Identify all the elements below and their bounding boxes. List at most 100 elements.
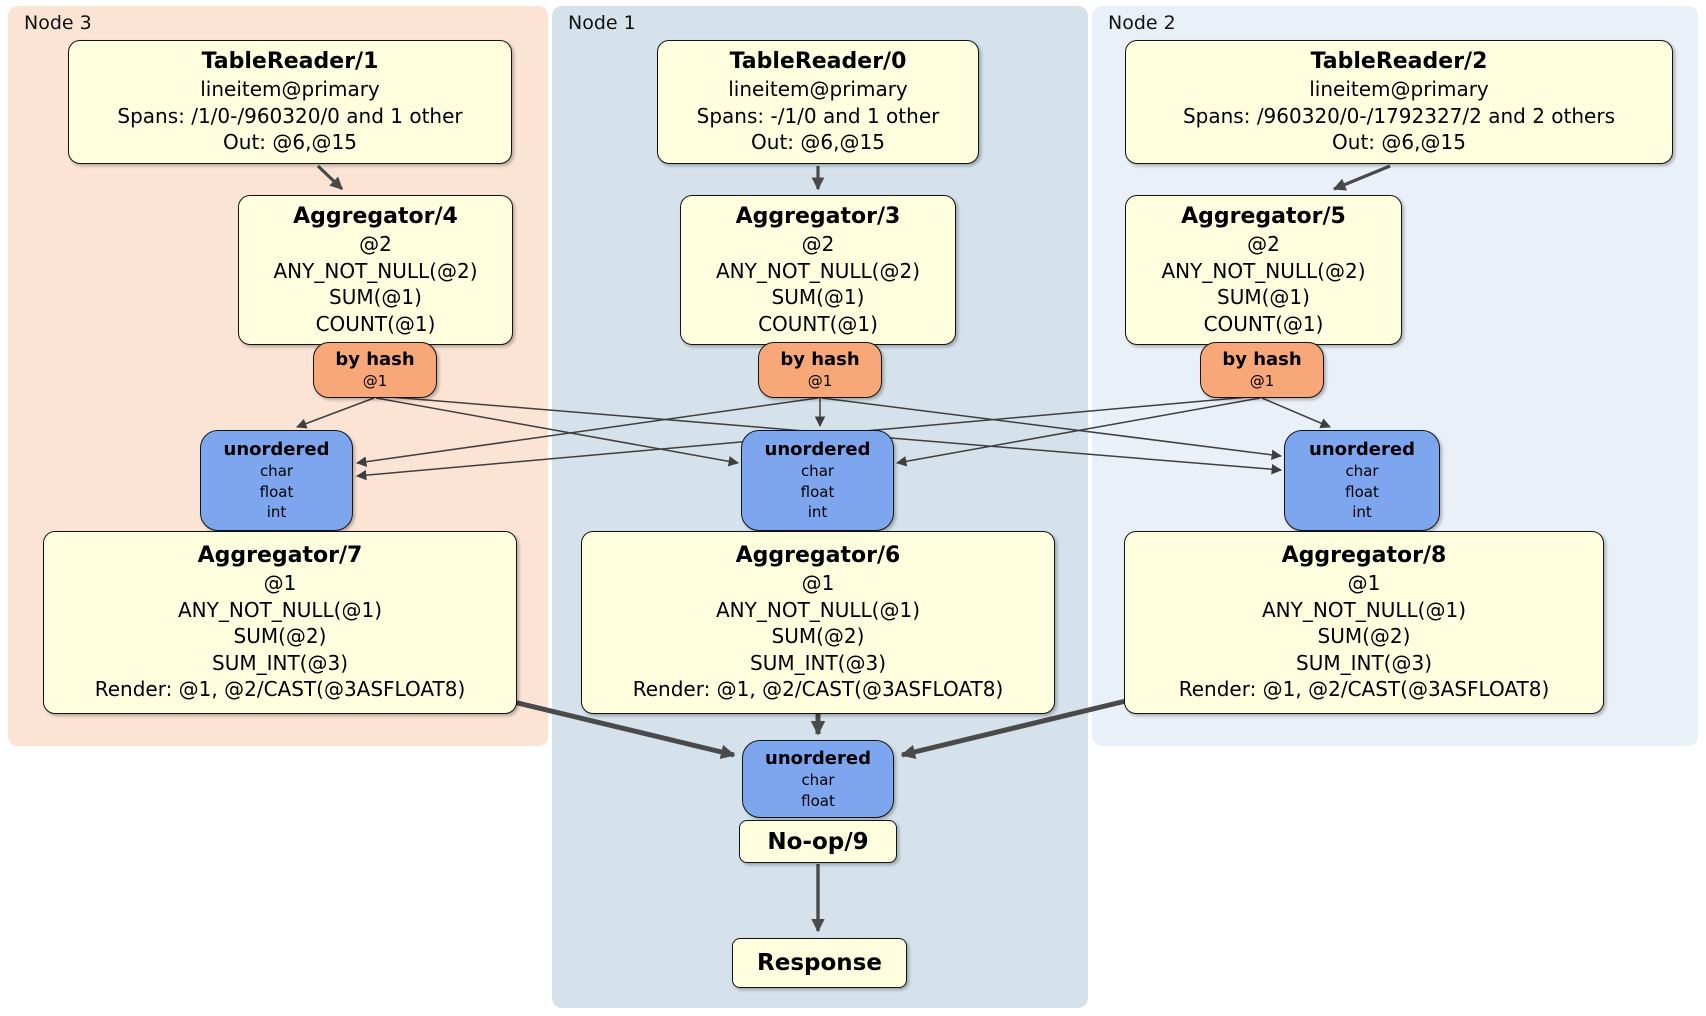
processor-title: No-op/9 xyxy=(767,828,869,855)
agg-group-cols: @1 xyxy=(263,571,297,596)
processor-tablereader-0: TableReader/0 lineitem@primary Spans: -/… xyxy=(657,40,979,164)
agg-group-cols: @1 xyxy=(801,571,835,596)
sync-unordered-node3: unordered char float int xyxy=(200,430,353,531)
processor-aggregator-3: Aggregator/3 @2 ANY_NOT_NULL(@2) SUM(@1)… xyxy=(680,195,956,345)
agg-group-cols: @1 xyxy=(1347,571,1381,596)
sync-col: int xyxy=(807,503,828,522)
agg-func: ANY_NOT_NULL(@2) xyxy=(1161,258,1366,283)
edge-tr2-agg5 xyxy=(1332,164,1391,191)
sync-col: char xyxy=(259,462,294,481)
sync-col: int xyxy=(1352,503,1372,522)
edge-hash1-un2 xyxy=(821,397,1283,461)
processor-spans: Spans: -/1/0 and 1 other xyxy=(696,103,940,128)
sync-col: float xyxy=(1345,482,1379,501)
router-cols: @1 xyxy=(362,372,388,391)
router-by-hash-node1: by hash @1 xyxy=(758,342,882,398)
node2-region-label: Node 2 xyxy=(1108,12,1176,34)
agg-group-cols: @2 xyxy=(1247,232,1280,256)
processor-aggregator-5: Aggregator/5 @2 ANY_NOT_NULL(@2) SUM(@1)… xyxy=(1125,195,1402,345)
agg-group-cols: @2 xyxy=(359,232,392,256)
sync-unordered-node1: unordered char float int xyxy=(741,430,894,531)
router-title: by hash xyxy=(780,349,860,371)
response-node: Response xyxy=(732,938,907,988)
processor-title: Aggregator/6 xyxy=(735,543,901,569)
processor-index: lineitem@primary xyxy=(728,77,908,102)
router-by-hash-node2: by hash @1 xyxy=(1200,342,1324,398)
processor-out: Out: @6,@15 xyxy=(223,130,357,155)
agg-func: ANY_NOT_NULL(@1) xyxy=(716,597,920,622)
agg-render: Render: @1, @2/CAST(@3ASFLOAT8) xyxy=(94,677,466,702)
processor-title: Aggregator/7 xyxy=(197,543,363,569)
processor-index: lineitem@primary xyxy=(1309,77,1489,102)
edge-agg8-unfinal xyxy=(900,697,1131,759)
agg-func: ANY_NOT_NULL(@1) xyxy=(178,597,382,622)
agg-func: SUM(@1) xyxy=(771,285,865,309)
router-title: by hash xyxy=(1222,349,1302,371)
agg-func: SUM_INT(@3) xyxy=(212,650,348,675)
sync-title: unordered xyxy=(764,439,871,461)
agg-func: COUNT(@1) xyxy=(1203,311,1324,336)
processor-noop-9: No-op/9 xyxy=(739,820,897,863)
processor-spans: Spans: /1/0-/960320/0 and 1 other xyxy=(117,103,463,128)
response-title: Response xyxy=(757,950,882,976)
agg-func: ANY_NOT_NULL(@2) xyxy=(716,258,920,283)
agg-func: ANY_NOT_NULL(@1) xyxy=(1262,597,1466,622)
sync-col: int xyxy=(266,503,287,522)
processor-tablereader-2: TableReader/2 lineitem@primary Spans: /9… xyxy=(1125,40,1673,164)
processor-index: lineitem@primary xyxy=(200,77,380,102)
edge-hash2-un2 xyxy=(1261,397,1331,429)
agg-func: SUM(@1) xyxy=(1217,285,1310,309)
sync-col: char xyxy=(1345,462,1379,481)
agg-func: SUM_INT(@3) xyxy=(1296,650,1432,675)
sync-title: unordered xyxy=(765,748,871,769)
processor-title: TableReader/0 xyxy=(729,49,907,75)
agg-func: SUM(@2) xyxy=(233,624,327,649)
processor-aggregator-7: Aggregator/7 @1 ANY_NOT_NULL(@1) SUM(@2)… xyxy=(43,531,517,714)
sync-col: char xyxy=(800,462,835,481)
processor-aggregator-8: Aggregator/8 @1 ANY_NOT_NULL(@1) SUM(@2)… xyxy=(1124,531,1604,714)
sync-col: float xyxy=(800,482,835,501)
agg-render: Render: @1, @2/CAST(@3ASFLOAT8) xyxy=(1178,677,1550,702)
agg-group-cols: @2 xyxy=(801,232,835,256)
processor-out: Out: @6,@15 xyxy=(1332,130,1466,155)
agg-func: ANY_NOT_NULL(@2) xyxy=(273,258,478,283)
agg-func: COUNT(@1) xyxy=(315,311,436,336)
router-cols: @1 xyxy=(807,372,833,391)
agg-func: SUM(@2) xyxy=(1317,624,1411,649)
processor-spans: Spans: /960320/0-/1792327/2 and 2 others xyxy=(1182,103,1615,128)
router-by-hash-node3: by hash @1 xyxy=(313,342,437,398)
processor-title: Aggregator/5 xyxy=(1181,204,1346,229)
processor-aggregator-6: Aggregator/6 @1 ANY_NOT_NULL(@1) SUM(@2)… xyxy=(581,531,1055,714)
sync-col: char xyxy=(801,771,835,789)
sync-col: float xyxy=(801,791,835,810)
node1-region-label: Node 1 xyxy=(568,12,636,34)
agg-func: SUM_INT(@3) xyxy=(750,650,886,675)
processor-title: Aggregator/8 xyxy=(1281,543,1447,569)
router-title: by hash xyxy=(335,349,415,371)
edge-hash2-un1 xyxy=(895,397,1261,467)
node3-region-label: Node 3 xyxy=(24,12,92,34)
processor-aggregator-4: Aggregator/4 @2 ANY_NOT_NULL(@2) SUM(@1)… xyxy=(238,195,513,345)
processor-title: Aggregator/3 xyxy=(735,204,901,229)
agg-func: SUM(@2) xyxy=(771,624,865,649)
processor-title: TableReader/2 xyxy=(1310,49,1488,75)
router-cols: @1 xyxy=(1249,372,1275,391)
processor-tablereader-1: TableReader/1 lineitem@primary Spans: /1… xyxy=(68,40,512,164)
edge-hash3-un1 xyxy=(375,397,740,467)
sync-col: float xyxy=(259,482,294,501)
edge-tr1-agg4 xyxy=(316,164,344,191)
edge-hash3-un3 xyxy=(296,397,375,429)
edge-hash1-un3 xyxy=(355,397,819,467)
processor-out: Out: @6,@15 xyxy=(751,130,885,155)
agg-func: COUNT(@1) xyxy=(758,311,878,336)
sync-title: unordered xyxy=(1309,439,1415,461)
agg-render: Render: @1, @2/CAST(@3ASFLOAT8) xyxy=(632,677,1004,702)
processor-title: TableReader/1 xyxy=(201,49,379,75)
sync-unordered-final: unordered char float xyxy=(742,740,894,818)
processor-title: Aggregator/4 xyxy=(293,204,458,229)
sync-unordered-node2: unordered char float int xyxy=(1284,430,1440,531)
edge-agg7-unfinal xyxy=(504,697,736,760)
agg-func: SUM(@1) xyxy=(329,285,422,309)
